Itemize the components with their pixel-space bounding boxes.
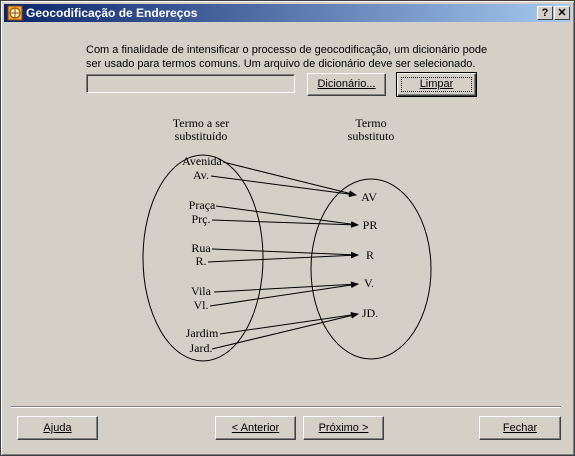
right-header-line-1: Termo (355, 116, 386, 130)
replacement-av: AV (361, 190, 377, 204)
description-line-1: Com a finalidade de intensificar o proce… (86, 44, 488, 56)
term-jardim: Jardim (186, 326, 219, 340)
term-vila: Vila (191, 284, 212, 298)
term-rua: Rua (191, 241, 211, 255)
help-icon: ? (541, 7, 549, 19)
dictionary-path-field[interactable] (86, 74, 295, 93)
term-praca: Praça (189, 198, 216, 212)
replacement-r: R (366, 248, 374, 262)
help-title-button[interactable]: ? (537, 6, 553, 20)
app-globe-icon (7, 5, 23, 21)
term-av: Av. (193, 168, 209, 182)
arrow-r-r (207, 252, 359, 263)
close-title-button[interactable]: ✕ (554, 6, 570, 20)
dictionary-button-label: Dicionário... (317, 78, 376, 90)
term-jard: Jard. (190, 341, 213, 355)
close-button-label: Fechar (502, 422, 538, 434)
substitution-diagram: Termo a ser substituído Termo substituto… (142, 116, 432, 362)
left-header-line-2: substituído (175, 129, 228, 143)
arrow-jardim-jd (219, 312, 359, 335)
previous-button-label: < Anterior (231, 422, 280, 434)
next-button[interactable]: Próximo > (303, 416, 384, 440)
next-button-label: Próximo > (318, 422, 369, 434)
dictionary-button[interactable]: Dicionário... (307, 73, 386, 96)
clear-button[interactable]: Limpar (396, 72, 477, 97)
footer-separator (11, 406, 561, 408)
replacement-jd: JD. (362, 306, 378, 320)
arrow-prc-pr (211, 219, 359, 228)
right-header-line-2: substituto (348, 129, 395, 143)
arrow-vl-v (209, 282, 359, 307)
left-header-line-1: Termo a ser (173, 116, 229, 130)
close-icon: ✕ (557, 7, 567, 19)
help-button[interactable]: Ajuda (17, 416, 98, 440)
left-set-ellipse (142, 154, 264, 362)
replacement-v: V. (364, 276, 374, 290)
clear-button-label: Limpar (419, 78, 454, 90)
title-bar[interactable]: Geocodificação de Endereços ? ✕ (4, 4, 571, 22)
arrow-rua-r (211, 248, 359, 258)
arrow-av-av (210, 175, 357, 198)
term-avenida: Avenida (182, 154, 222, 168)
focus-rect (401, 77, 472, 92)
arrow-jard-jd (211, 312, 359, 350)
right-set-ellipse (310, 178, 432, 360)
term-prc: Prç. (192, 212, 211, 226)
previous-button[interactable]: < Anterior (215, 416, 296, 440)
term-r: R. (195, 254, 206, 268)
replacement-pr: PR (363, 218, 378, 232)
arrow-praca-pr (215, 205, 359, 228)
close-button[interactable]: Fechar (479, 416, 561, 440)
window-title: Geocodificação de Endereços (26, 6, 198, 20)
term-vl: Vl. (194, 298, 209, 312)
arrow-vila-v (213, 281, 359, 293)
description-text: Com a finalidade de intensificar o proce… (86, 43, 488, 71)
description-line-2: ser usado para termos comuns. Um arquivo… (86, 58, 476, 70)
help-button-label: Ajuda (43, 422, 72, 434)
arrow-avenida-av (222, 161, 357, 197)
